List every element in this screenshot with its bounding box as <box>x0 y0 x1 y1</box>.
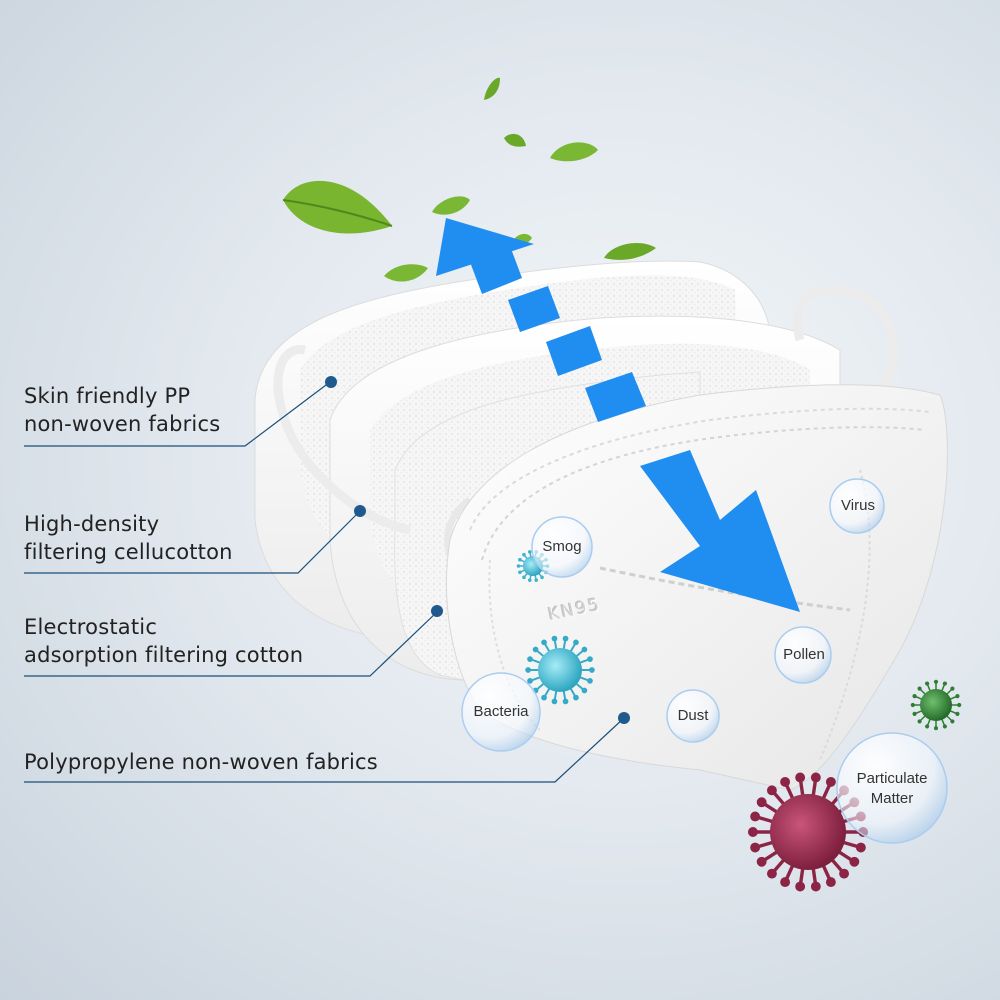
particle-label-bacteria: Bacteria <box>473 703 529 720</box>
layer-label-line: Polypropylene non-woven fabrics <box>24 750 378 774</box>
germ-icon <box>525 635 595 705</box>
particle-label-virus: Virus <box>841 497 875 514</box>
layer-label-cellucotton: High-density filtering cellucotton <box>24 510 233 566</box>
germ-icon <box>910 679 962 731</box>
layer-dot <box>325 376 337 388</box>
particle-label-dust: Dust <box>677 707 709 724</box>
particle-label-line: Particulate <box>856 770 928 787</box>
leaf-icon <box>282 180 393 234</box>
leaf-icon <box>484 77 500 100</box>
layer-label-line: Electrostatic <box>24 615 158 639</box>
leaf-icon <box>504 133 526 147</box>
leader-lines <box>24 381 625 783</box>
up-arrow-icon <box>436 218 646 422</box>
particle-bubbles <box>461 478 948 844</box>
layer-label-skin-friendly: Skin friendly PP non-woven fabrics <box>24 382 220 438</box>
layer-label-line: non-woven fabrics <box>24 412 221 436</box>
germ-icon <box>747 772 869 892</box>
particle-label-pollen: Pollen <box>783 646 825 663</box>
layer-dot <box>618 712 630 724</box>
particle-label-line: Matter <box>870 790 914 807</box>
layer-label-polypropylene: Polypropylene non-woven fabrics <box>24 748 378 776</box>
down-arrow-icon <box>640 450 800 612</box>
particle-label-particulate: Particulate Matter <box>857 769 928 809</box>
layer-label-line: High-density <box>24 512 160 536</box>
leaf-icon <box>604 243 656 260</box>
layer-label-electrostatic: Electrostatic adsorption filtering cotto… <box>24 613 303 669</box>
layer-label-line: Skin friendly PP <box>24 384 191 408</box>
leaf-icon <box>550 142 598 162</box>
layer-label-line: adsorption filtering cotton <box>24 643 304 667</box>
layer-label-line: filtering cellucotton <box>24 540 233 564</box>
layer-dot <box>354 505 366 517</box>
leaf-icon <box>384 264 428 282</box>
layer-dot <box>431 605 443 617</box>
leaf-icon <box>432 196 470 215</box>
particle-label-smog: Smog <box>542 538 582 555</box>
